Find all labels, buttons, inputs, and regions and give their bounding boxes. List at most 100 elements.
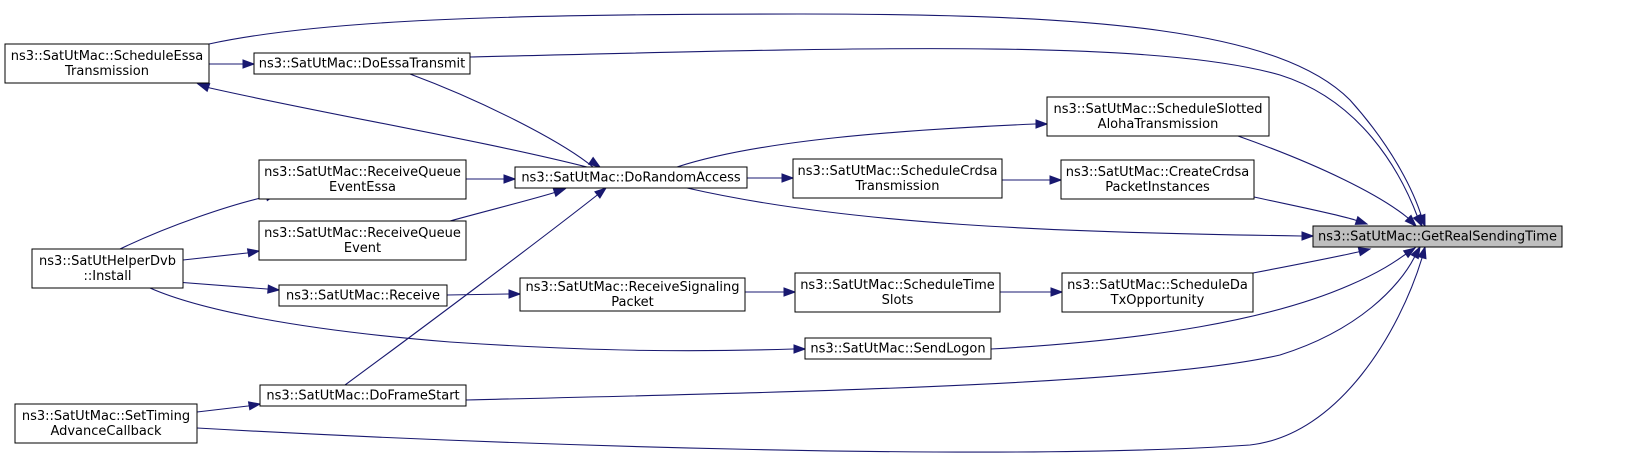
arrowhead [246,248,261,258]
edge-line [197,83,588,168]
arrowhead [594,187,608,199]
edge-schedule-essa-transmission-to-do-essa-transmit [209,59,256,69]
edge-line [469,48,1423,227]
node-label: ns3::SatUtMac::ReceiveSignaling [526,280,740,295]
node-box [804,337,992,360]
edge-install-to-receive-queue-event-essa [119,192,279,250]
edge-schedule-da-tx-opportunity-to-get-real-sending-time [1252,247,1372,274]
node-create-crdsa-packet-instances[interactable]: ns3::SatUtMac::CreateCrdsaPacketInstance… [1060,159,1255,200]
arrowhead [793,344,807,354]
node-receive[interactable]: ns3::SatUtMac::Receive [278,284,448,307]
edge-line [196,246,1426,453]
arrowhead [552,188,567,198]
node-label: PacketInstances [1105,180,1210,195]
edge-line [149,287,805,352]
node-label: ns3::SatUtMac::DoFrameStart [266,389,459,404]
node-box [31,248,184,289]
edge-schedule-crdsa-transmission-to-create-crdsa-packet-instances [1002,175,1063,185]
node-box [1061,272,1254,313]
node-install[interactable]: ns3::SatUtHelperDvb::Install [31,248,184,289]
node-label: TxOpportunity [1110,293,1205,308]
edge-line [465,246,1421,401]
node-do-frame-start[interactable]: ns3::SatUtMac::DoFrameStart [259,384,467,407]
node-label: ns3::SatUtHelperDvb [39,254,176,269]
arrowhead [783,287,797,297]
node-label: AlohaTransmission [1098,117,1219,132]
node-box [14,403,198,444]
edge-line [344,187,607,386]
node-label: Transmission [64,64,149,79]
arrowhead [242,59,256,69]
node-label: ::Install [84,269,132,284]
node-label: ns3::SatUtMac::ReceiveQueue [264,165,461,180]
edge-line [686,187,1313,237]
node-label: ns3::SatUtMac::DoEssaTransmit [259,57,465,72]
edge-do-random-access-to-schedule-slotted-aloha-transmission [676,119,1049,168]
node-box [259,384,467,407]
arrowhead [503,174,517,184]
edge-receive-queue-event-essa-to-do-random-access [466,174,517,184]
arrowhead [196,83,211,93]
node-label: Slots [882,293,914,308]
arrowhead [508,289,522,299]
node-label: EventEssa [329,180,396,195]
node-box [792,158,1003,199]
edge-schedule-slotted-aloha-transmission-to-get-real-sending-time [1237,135,1418,228]
edge-send-logon-to-get-real-sending-time [990,247,1417,350]
edge-install-to-send-logon [149,287,807,354]
node-box [1312,225,1563,248]
node-label: ns3::SatUtMac::ScheduleCrdsa [798,164,998,179]
edge-do-random-access-to-schedule-crdsa-transmission [747,173,795,183]
node-label: Transmission [855,179,940,194]
node-send-logon[interactable]: ns3::SatUtMac::SendLogon [804,337,992,360]
edge-schedule-time-slots-to-schedule-da-tx-opportunity [1000,287,1064,297]
edge-do-frame-start-to-do-random-access [344,187,608,386]
arrowhead [587,156,602,168]
node-box [514,166,748,189]
node-do-random-access[interactable]: ns3::SatUtMac::DoRandomAccess [514,166,748,189]
edge-line [409,73,594,168]
node-box [278,284,448,307]
arrowhead [1301,231,1315,241]
node-label: AdvanceCallback [50,424,162,439]
node-label: ns3::SatUtMac::ScheduleDa [1067,278,1248,293]
node-label: ns3::SatUtMac::ScheduleSlotted [1053,102,1262,117]
arrowhead [267,284,281,294]
edge-set-timing-advance-callback-to-do-frame-start [196,401,262,413]
node-label: Packet [611,295,654,310]
arrowhead [1049,175,1063,185]
edge-do-random-access-to-get-real-sending-time [686,187,1315,241]
node-do-essa-transmit[interactable]: ns3::SatUtMac::DoEssaTransmit [253,52,471,75]
node-label: ns3::SatUtMac::ReceiveQueue [264,226,461,241]
edge-line [208,13,1426,227]
node-label: ns3::SatUtMac::ScheduleEssa [11,49,204,64]
arrowhead [1417,245,1427,260]
edge-install-to-receive-queue-event [182,248,261,261]
edge-line [196,403,261,413]
node-get-real-sending-time[interactable]: ns3::SatUtMac::GetRealSendingTime [1312,225,1563,248]
arrowhead [1354,215,1369,225]
arrowhead [1050,287,1064,297]
node-box [1060,159,1255,200]
edge-create-crdsa-packet-instances-to-get-real-sending-time [1253,196,1369,225]
node-box [519,277,746,312]
node-label: ns3::SatUtMac::SendLogon [810,342,985,357]
node-label: ns3::SatUtMac::GetRealSendingTime [1318,230,1557,245]
arrowhead [781,173,795,183]
node-box [4,43,210,84]
node-label: ns3::SatUtMac::ScheduleTime [800,278,995,293]
edge-line [182,250,260,261]
arrowhead [247,401,262,411]
arrowhead [1402,247,1417,259]
node-schedule-slotted-aloha-transmission[interactable]: ns3::SatUtMac::ScheduleSlottedAlohaTrans… [1046,96,1270,137]
